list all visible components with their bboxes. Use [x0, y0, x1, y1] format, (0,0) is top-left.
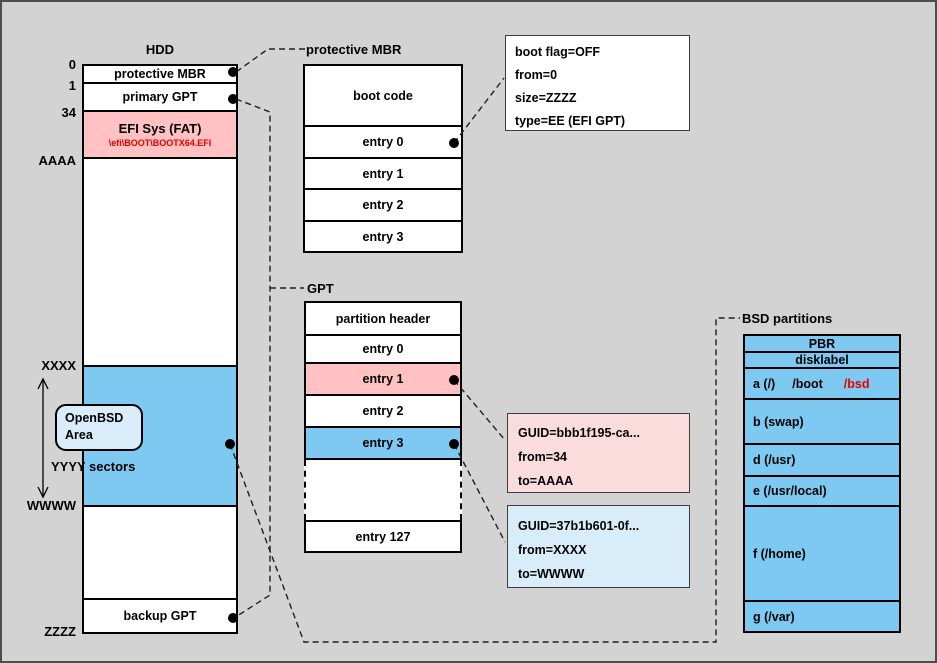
gpt-box-title: GPT [307, 281, 334, 296]
boot-size-line: size=ZZZZ [515, 91, 577, 105]
yyyy-sectors-label: YYYY sectors [51, 459, 136, 474]
gpt-row-partition-header: partition header [304, 301, 462, 336]
bsd-a-boot: /boot [792, 376, 823, 391]
arrowhead-down-icon [37, 486, 49, 499]
bsd-row-e: e (/usr/local) [743, 475, 901, 507]
openbsd-area-line2: Area [65, 428, 93, 442]
gpt-row-entry-3: entry 3 [304, 426, 462, 460]
bsd-row-a: a (/) /boot /bsd [743, 367, 901, 400]
bsd-box-title: BSD partitions [742, 311, 833, 326]
bsd-row-b: b (swap) [743, 398, 901, 445]
hdd-row-backup-gpt: backup GPT [84, 598, 236, 632]
sector-label-34: 34 [61, 105, 76, 120]
efi-from-line: from=34 [518, 450, 567, 464]
mbr-row-entry-3: entry 3 [303, 220, 463, 253]
hdd-column: protective MBR primary GPT EFI Sys (FAT)… [82, 64, 238, 634]
connector-primary-to-backup-gpt [233, 98, 271, 619]
efi-sys-label: EFI Sys (FAT) [118, 121, 202, 136]
efi-to-line: to=AAAA [518, 474, 574, 488]
gpt-box: partition header entry 0 entry 1 entry 2… [304, 301, 462, 553]
arrowhead-up-icon [37, 377, 49, 390]
bsd-a-bsd: /bsd [843, 376, 870, 391]
bsd-row-disklabel: disklabel [743, 351, 901, 369]
boot-type-line: type=EE (EFI GPT) [515, 114, 626, 128]
boot-flag-line: boot flag=OFF [515, 45, 601, 59]
openbsd-area-callout: OpenBSD Area [55, 404, 143, 451]
bsd-row-f: f (/home) [743, 505, 901, 602]
efi-guid-line: GUID=bbb1f195-ca... [518, 426, 640, 440]
mbr-entry0-info-box: boot flag=OFF from=0 size=ZZZZ type=EE (… [505, 35, 690, 131]
openbsd-area-line1: OpenBSD [65, 411, 124, 425]
gpt-row-skipped-entries [304, 460, 462, 520]
mbr-box-title: protective MBR [306, 42, 402, 57]
mbr-row-entry-0: entry 0 [303, 125, 463, 159]
mbr-row-entry-2: entry 2 [303, 188, 463, 222]
sector-label-1: 1 [68, 78, 76, 93]
obsd-to-line: to=WWWW [518, 567, 585, 581]
hdd-row-primary-gpt: primary GPT [84, 84, 236, 112]
gpt-row-entry-127: entry 127 [304, 520, 462, 553]
bsd-a-name: a (/) [753, 376, 776, 391]
gpt-entry3-info-box: GUID=37b1b601-0f... from=XXXX to=WWWW [507, 505, 690, 588]
gpt-row-entry-1: entry 1 [304, 362, 462, 396]
mbr-row-entry-1: entry 1 [303, 157, 463, 190]
hdd-title: HDD [145, 42, 175, 57]
gpt-entry1-info-box: GUID=bbb1f195-ca... from=34 to=AAAA [507, 413, 690, 493]
obsd-from-line: from=XXXX [518, 543, 587, 557]
sector-label-0: 0 [68, 57, 76, 72]
sector-label-wwww: WWWW [26, 498, 76, 513]
sector-label-aaaa: AAAA [38, 153, 76, 168]
hdd-row-protective-mbr: protective MBR [84, 66, 236, 84]
sector-label-xxxx: XXXX [41, 358, 76, 373]
hdd-row-efi-sys: EFI Sys (FAT) \efi\BOOT\BOOTX64.EFI [84, 112, 236, 159]
bsd-row-d: d (/usr) [743, 443, 901, 477]
mbr-box: boot code entry 0 entry 1 entry 2 entry … [303, 64, 463, 253]
gpt-row-entry-2: entry 2 [304, 394, 462, 428]
efi-boot-path: \efi\BOOT\BOOTX64.EFI [108, 138, 212, 148]
sector-label-zzzz: ZZZZ [44, 624, 76, 639]
bsd-row-g: g (/var) [743, 600, 901, 633]
obsd-guid-line: GUID=37b1b601-0f... [518, 519, 640, 533]
connector-protective-mbr-label [235, 48, 305, 73]
mbr-row-boot-code: boot code [303, 64, 463, 127]
gpt-row-entry-0: entry 0 [304, 334, 462, 364]
boot-from-line: from=0 [515, 68, 558, 82]
bsd-partitions-box: PBR disklabel a (/) /boot /bsd b (swap) … [743, 334, 901, 633]
